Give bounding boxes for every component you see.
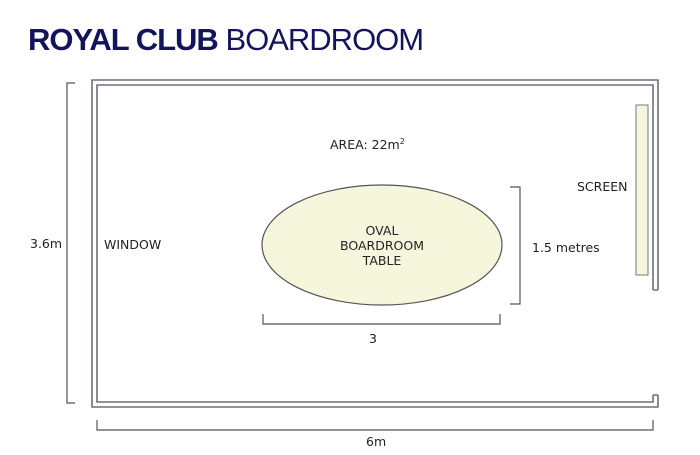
- room-height-bracket: [66, 82, 75, 404]
- title-bold: ROYAL CLUB: [28, 22, 219, 57]
- table-label-line3: TABLE: [362, 253, 402, 268]
- title-light: BOARDROOM: [225, 22, 424, 57]
- inner-wall: [96, 84, 654, 403]
- table-depth-label: 1.5 metres: [532, 240, 600, 255]
- window-label: WINDOW: [104, 237, 162, 252]
- screen: [635, 104, 649, 276]
- room-height-label: 3.6m: [30, 236, 63, 251]
- table-width-label: 3: [369, 331, 377, 346]
- table-label-line1: OVAL: [365, 223, 399, 238]
- room-width-label: 6m: [366, 434, 387, 449]
- outer-wall: [91, 79, 659, 408]
- page-title: ROYAL CLUB BOARDROOM: [28, 22, 424, 58]
- dimension-lines: [66, 82, 654, 431]
- table-label-line2: BOARDROOM: [340, 238, 424, 253]
- room-width-bracket: [96, 420, 654, 431]
- area-label: AREA: 22m2: [330, 137, 405, 153]
- screen-label: SCREEN: [577, 179, 628, 194]
- table-depth-bracket: [510, 186, 521, 305]
- table-width-bracket: [262, 314, 501, 325]
- door-gap: [653, 289, 658, 396]
- walls: [91, 79, 659, 408]
- oval-table: [261, 184, 503, 306]
- table-label: OVAL BOARDROOM TABLE: [322, 223, 442, 268]
